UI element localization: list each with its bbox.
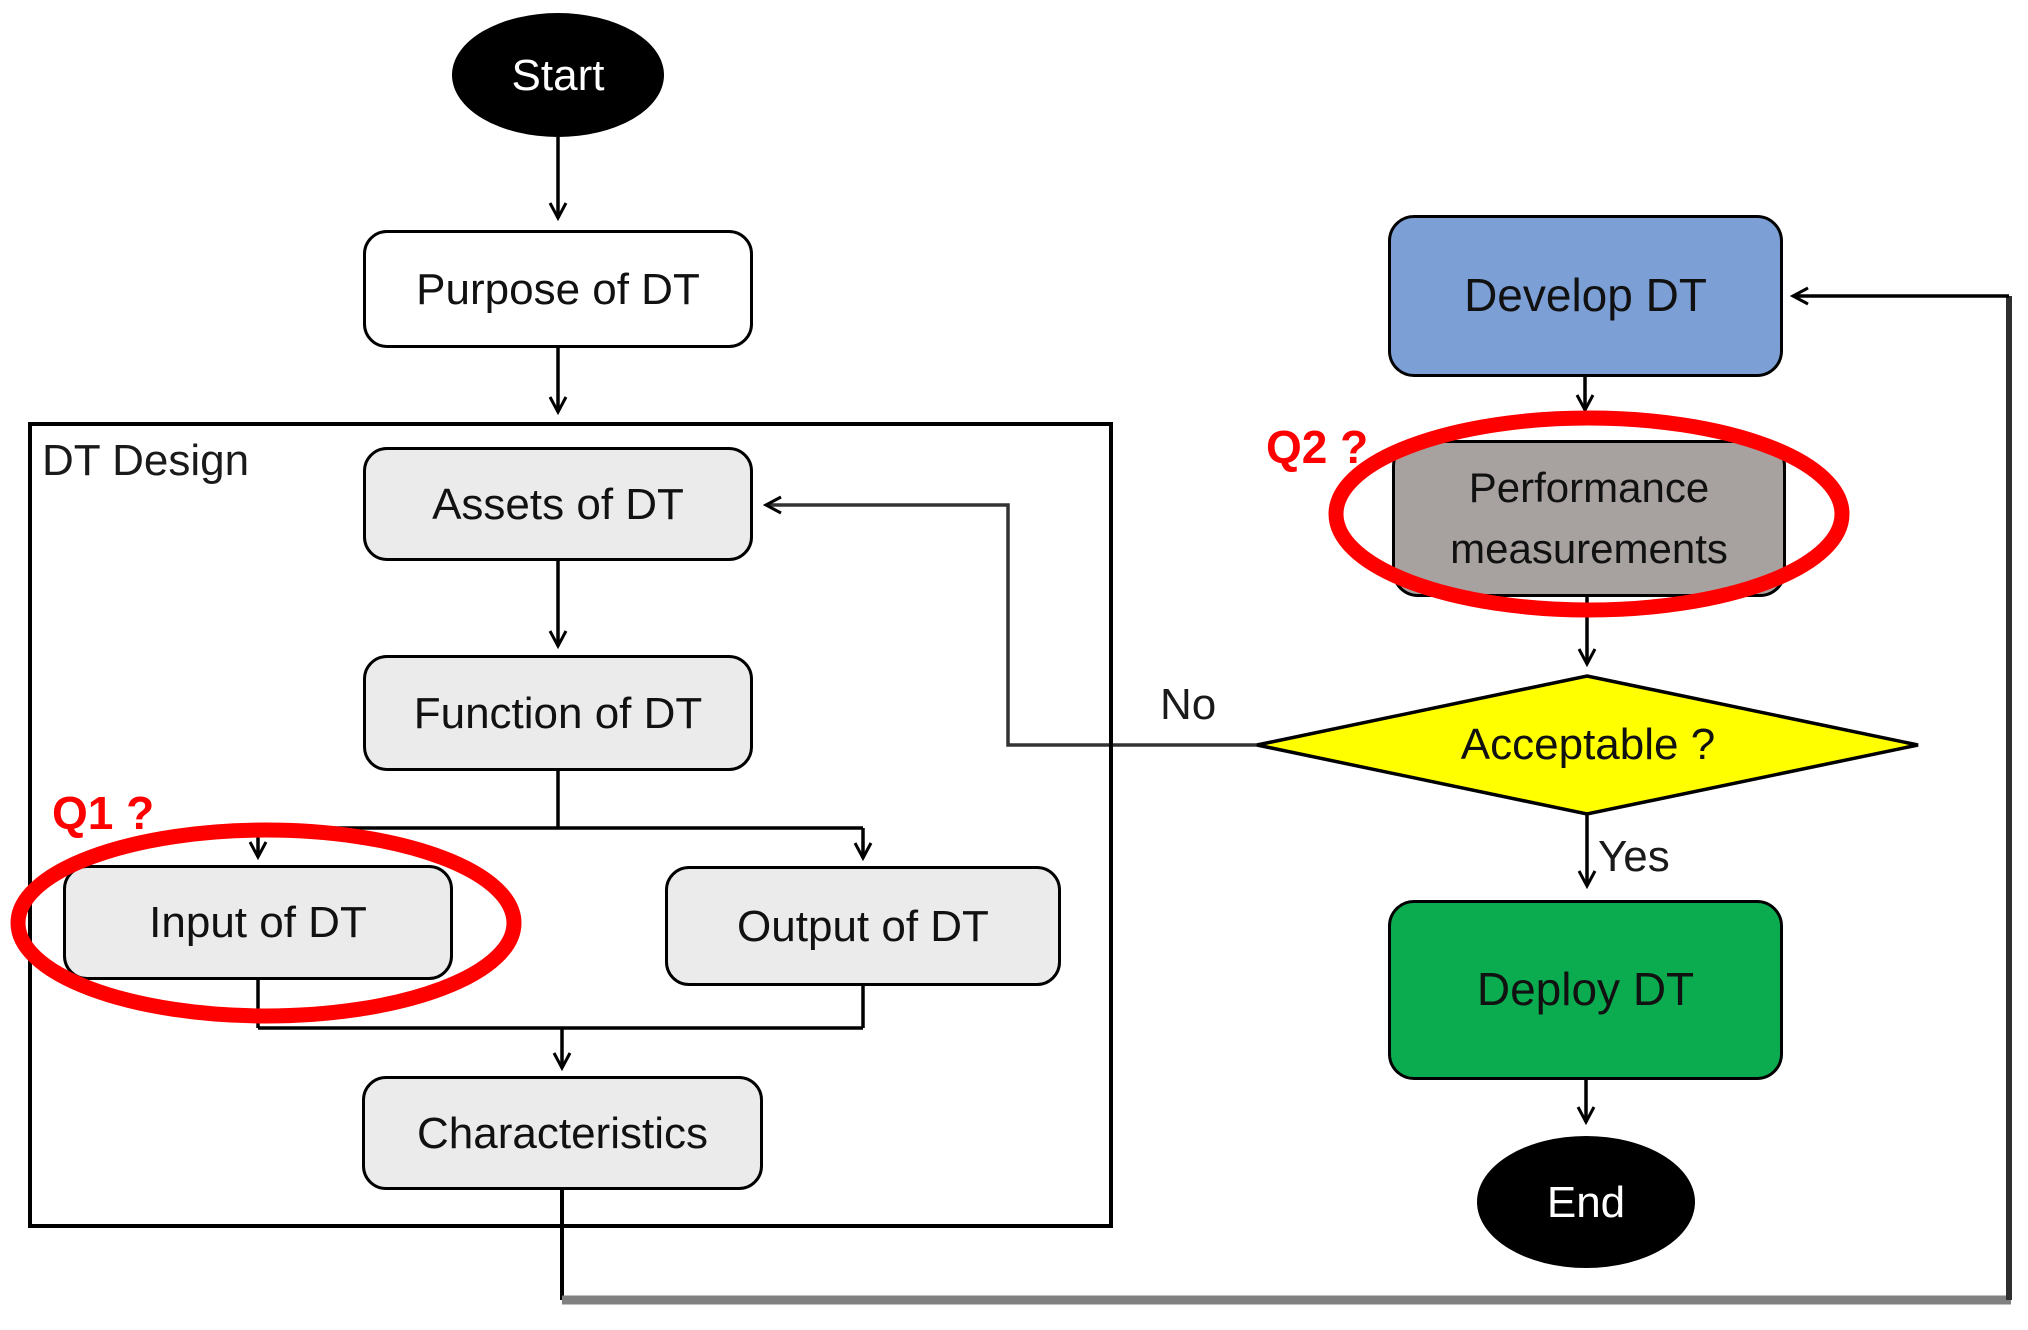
no-label: No	[1160, 680, 1217, 729]
acceptable-label: Acceptable ?	[1460, 720, 1716, 769]
purpose-node: Purpose of DT	[363, 230, 753, 348]
performance-node: Performance measurements	[1392, 440, 1786, 597]
q1-label: Q1 ?	[52, 787, 155, 839]
end-label: End	[1546, 1177, 1626, 1227]
develop-node: Develop DT	[1388, 215, 1783, 377]
start-node: Start	[452, 13, 664, 137]
deploy-label: Deploy DT	[1476, 963, 1695, 1016]
characteristics-label: Characteristics	[417, 1108, 708, 1158]
assets-node: Assets of DT	[363, 447, 753, 561]
assets-label: Assets of DT	[432, 479, 684, 529]
q2-label: Q2 ?	[1266, 421, 1369, 473]
start-label: Start	[511, 50, 605, 100]
input-label: Input of DT	[149, 898, 367, 947]
output-label: Output of DT	[737, 901, 989, 951]
dt-design-label: DT Design	[42, 436, 250, 485]
acceptable-node: Acceptable ?	[1257, 676, 1919, 814]
performance-label-line1: Performance	[1468, 463, 1710, 511]
develop-label: Develop DT	[1464, 269, 1707, 322]
function-node: Function of DT	[363, 655, 753, 771]
end-node: End	[1477, 1136, 1695, 1268]
output-node: Output of DT	[665, 866, 1061, 986]
yes-label: Yes	[1598, 832, 1670, 881]
performance-label-line2: measurements	[1450, 524, 1728, 572]
input-node: Input of DT	[63, 865, 453, 980]
characteristics-node: Characteristics	[362, 1076, 763, 1190]
purpose-label: Purpose of DT	[416, 264, 700, 314]
function-label: Function of DT	[413, 688, 703, 738]
deploy-node: Deploy DT	[1388, 900, 1783, 1080]
